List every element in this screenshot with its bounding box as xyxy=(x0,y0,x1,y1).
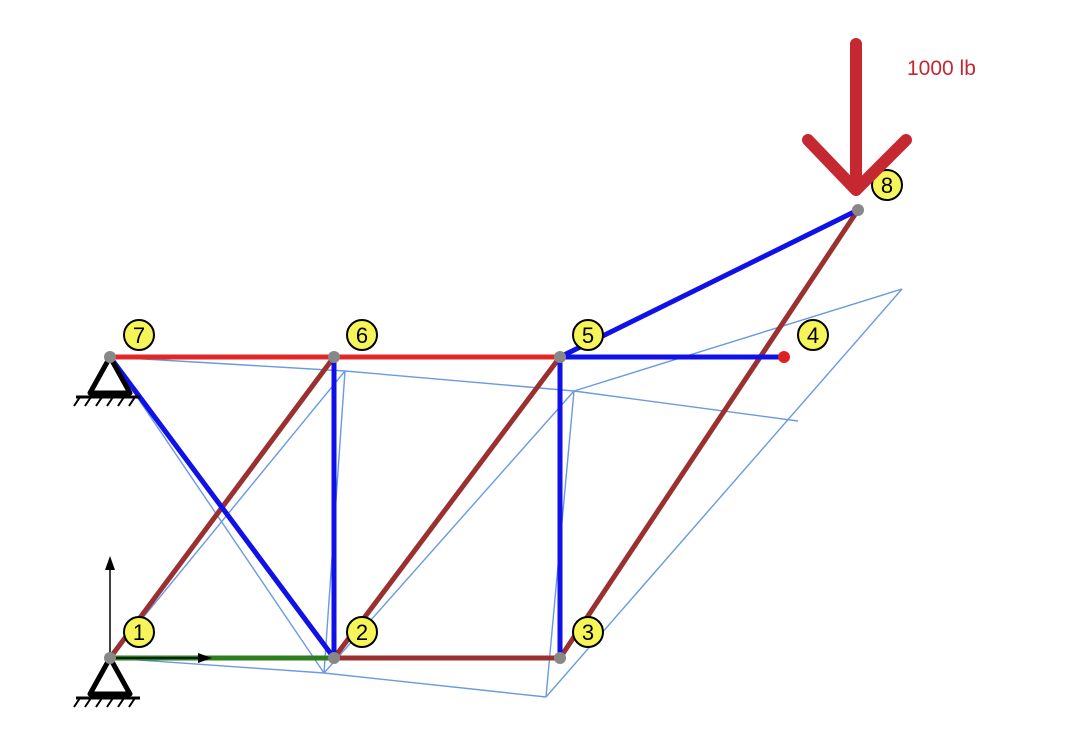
pin-support-triangle xyxy=(87,354,133,396)
node-5-label: 5 xyxy=(582,323,594,348)
pin-support-hatch xyxy=(117,697,125,708)
pin-support-7 xyxy=(73,354,140,407)
pin-support-hatch xyxy=(106,697,114,708)
deformed-member-5-4 xyxy=(573,390,799,422)
node-5-badge xyxy=(572,319,604,351)
member-3-8 xyxy=(557,207,861,661)
node-8-dot xyxy=(852,204,864,216)
node-3-label: 3 xyxy=(582,620,594,645)
deformed-member-2-3 xyxy=(323,672,547,698)
coordinate-axes xyxy=(105,556,212,663)
pin-support-triangle xyxy=(87,655,133,697)
node-4-label: 4 xyxy=(807,323,819,348)
node-8-label: 8 xyxy=(881,173,893,198)
node-2-badge xyxy=(346,616,378,648)
member-2-5 xyxy=(331,354,563,661)
pin-support-hatch xyxy=(106,396,114,407)
node-4-badge xyxy=(797,319,829,351)
node-7-badge xyxy=(123,319,155,351)
node-7-dot xyxy=(104,351,116,363)
node-1-dot xyxy=(104,652,116,664)
node-7-label: 7 xyxy=(133,323,145,348)
pin-support-hatch xyxy=(73,697,81,708)
node-6-label: 6 xyxy=(356,323,368,348)
node-2-dot xyxy=(328,652,340,664)
x-axis-arrowhead xyxy=(198,653,212,663)
pin-support-hatch xyxy=(128,697,136,708)
member-7-2 xyxy=(107,354,337,661)
pin-support-1 xyxy=(73,655,140,708)
pin-support-hatch xyxy=(84,697,92,708)
member-5-8 xyxy=(557,207,861,360)
node-3-dot xyxy=(554,652,566,664)
supports xyxy=(73,354,140,708)
members xyxy=(107,207,861,661)
nodes: 1 2 3 4 5 6 7 8 xyxy=(104,169,903,664)
pin-support-hatch xyxy=(73,396,81,407)
pin-support-hatch xyxy=(95,697,103,708)
node-4-dot xyxy=(778,351,790,363)
load-arrow xyxy=(802,38,912,196)
node-2-label: 2 xyxy=(356,620,368,645)
y-axis-arrowhead xyxy=(105,556,115,570)
pin-support-hatch xyxy=(84,396,92,407)
node-8-badge xyxy=(871,169,903,201)
node-5-dot xyxy=(554,351,566,363)
node-1-badge xyxy=(123,616,155,648)
pin-support-hatch xyxy=(128,396,136,407)
deformed-member-3-8 xyxy=(545,288,903,698)
load: 1000 lb xyxy=(802,38,976,196)
deformed-shape xyxy=(109,288,903,698)
node-6-dot xyxy=(328,351,340,363)
load-label: 1000 lb xyxy=(907,57,976,80)
node-1-label: 1 xyxy=(133,620,145,645)
load-arrow-head xyxy=(802,134,912,196)
node-3-badge xyxy=(572,616,604,648)
pin-support-hatch xyxy=(117,396,125,407)
node-6-badge xyxy=(346,319,378,351)
deformed-member-5-8 xyxy=(573,288,903,392)
pin-support-hatch xyxy=(95,396,103,407)
